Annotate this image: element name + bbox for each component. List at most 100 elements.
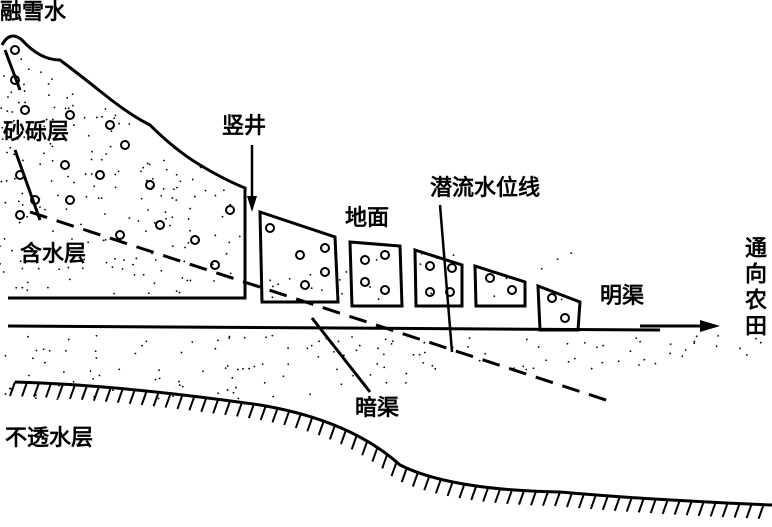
stipple-dot (146, 162, 149, 165)
water-table-pointer (438, 204, 454, 353)
stipple-dot (117, 170, 120, 173)
stipple-dot (525, 338, 528, 341)
stipple-dot (560, 298, 563, 301)
pebble (120, 140, 130, 150)
pebble (380, 250, 390, 260)
stipple-dot (1, 126, 4, 129)
hatch-mark (21, 382, 28, 397)
stipple-dot (114, 173, 117, 176)
stipple-dot (68, 278, 71, 281)
hill-surface (0, 34, 247, 300)
stipple-dot (28, 374, 30, 377)
stipple-dot (669, 343, 672, 346)
stipple-dot (5, 180, 8, 182)
stipple-dot (94, 350, 97, 353)
stipple-dot (422, 361, 425, 364)
hatch-mark (733, 503, 741, 518)
hatch-mark (339, 429, 347, 445)
hatch-mark (128, 389, 136, 405)
stipple-dot (20, 58, 23, 60)
stipple-dot (181, 277, 184, 279)
stipple-dot (64, 107, 67, 110)
stipple-dot (121, 268, 124, 270)
stipple-dot (537, 346, 540, 348)
hatch-mark (470, 485, 478, 501)
label-underground-channel: 暗渠 (355, 396, 400, 421)
stipple-dot (171, 197, 174, 199)
hatch-mark (400, 467, 408, 483)
stipple-dot (67, 175, 70, 178)
hatch-mark (57, 383, 64, 399)
shaft-arrow-head (247, 196, 257, 212)
pebble (265, 223, 275, 233)
pebble (560, 313, 570, 323)
stipple-dot (191, 341, 194, 343)
stipple-dot (71, 93, 74, 96)
pebble (60, 160, 70, 170)
stipple-dot (80, 223, 82, 226)
water-table-line (29, 210, 613, 404)
hatch-mark (506, 489, 513, 505)
stipple-dot (693, 340, 696, 343)
underground-channel-line (7, 324, 661, 332)
stipple-dot (669, 352, 672, 355)
hatch-mark (757, 504, 765, 519)
stipple-dot (468, 337, 471, 339)
stipple-dot (44, 208, 46, 211)
stipple-dot (67, 338, 70, 341)
stipple-dot (27, 335, 29, 338)
stipple-dot (277, 283, 280, 286)
stipple-dot (137, 220, 140, 222)
stipple-dot (23, 90, 26, 92)
stipple-dot (154, 259, 157, 261)
hatch-mark (361, 440, 369, 456)
stipple-dot (238, 235, 241, 238)
hatch-mark (152, 391, 160, 407)
gravel-pointer (13, 149, 42, 221)
stipple-dot (3, 75, 5, 77)
hatch-mark (328, 425, 336, 440)
stipple-dot (376, 362, 379, 365)
stipple-dot (35, 349, 38, 352)
stipple-dot (160, 194, 163, 197)
stipple-dot (48, 94, 50, 97)
stipple-dot (228, 335, 231, 338)
stipple-dot (225, 252, 228, 255)
stipple-dot (142, 166, 145, 169)
hatch-mark (685, 500, 693, 516)
stipple-dot (715, 345, 718, 348)
stipple-dot (140, 170, 142, 173)
stipple-dot (133, 274, 136, 276)
stipple-dot (282, 375, 285, 378)
stipple-dot (17, 137, 19, 140)
hatch-mark (80, 385, 88, 401)
stipple-dot (635, 337, 638, 340)
stipple-dot (92, 377, 95, 380)
stipple-dot (141, 344, 143, 347)
stipple-dot (154, 378, 157, 381)
stipple-dot (67, 266, 70, 269)
stipple-dot (52, 230, 54, 233)
stipple-dot (91, 150, 93, 153)
stipple-dot (269, 279, 272, 282)
stipple-dot (85, 195, 88, 198)
stipple-dot (231, 376, 234, 379)
stipple-dot (217, 392, 220, 395)
hatch-mark (423, 475, 431, 491)
stipple-dot (176, 186, 178, 189)
stipple-dot (98, 374, 101, 377)
hatch-mark (673, 500, 681, 515)
stipple-dot (51, 145, 54, 148)
stipple-dot (181, 385, 184, 388)
label-to-farmland: 通向农田 (741, 236, 766, 340)
ground-block-3 (413, 247, 464, 308)
hatch-mark (104, 387, 112, 402)
stipple-dot (113, 257, 116, 260)
hatch-mark (116, 388, 124, 404)
stipple-dot (113, 117, 116, 120)
hatch-mark (577, 493, 585, 509)
hatch-mark (140, 390, 148, 406)
stipple-dot (4, 393, 7, 395)
stipple-dot (211, 263, 214, 266)
hatch-mark (212, 398, 220, 414)
